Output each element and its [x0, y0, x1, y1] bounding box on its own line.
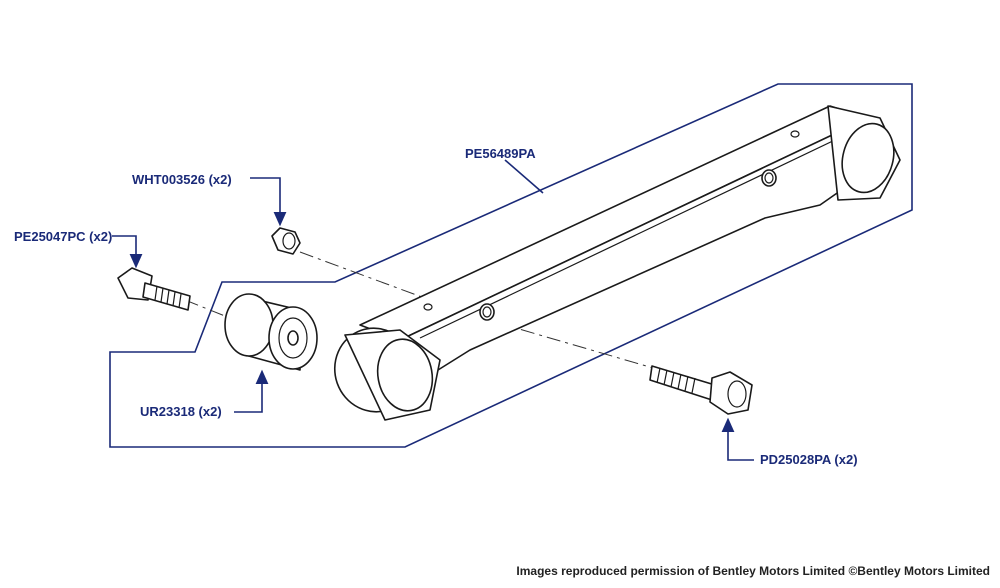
- nut[interactable]: [271, 227, 301, 255]
- callout-pd25028pa[interactable]: PD25028PA (x2): [760, 452, 858, 467]
- assembly-boundary: [109, 83, 913, 448]
- leader-pd25028pa: [721, 417, 754, 461]
- copyright-credit: Images reproduced permission of Bentley …: [516, 564, 990, 578]
- callout-wht003526[interactable]: WHT003526 (x2): [132, 172, 232, 187]
- leader-pe56489pa: [504, 159, 544, 194]
- trailing-arm[interactable]: [323, 105, 901, 423]
- centerline-right: [494, 321, 661, 371]
- centerline-upper: [299, 251, 431, 301]
- callout-pe56489pa[interactable]: PE56489PA: [465, 146, 536, 161]
- bolt-short[interactable]: [117, 267, 191, 311]
- callout-pe25047pc[interactable]: PE25047PC (x2): [14, 229, 113, 244]
- bush[interactable]: [224, 293, 318, 371]
- callout-ur23318[interactable]: UR23318 (x2): [140, 404, 222, 419]
- bolt-long[interactable]: [649, 365, 753, 415]
- leader-pe25047pc: [112, 235, 143, 269]
- leader-wht003526: [250, 177, 287, 227]
- centerline-lower: [184, 299, 231, 319]
- leader-ur23318: [234, 369, 269, 413]
